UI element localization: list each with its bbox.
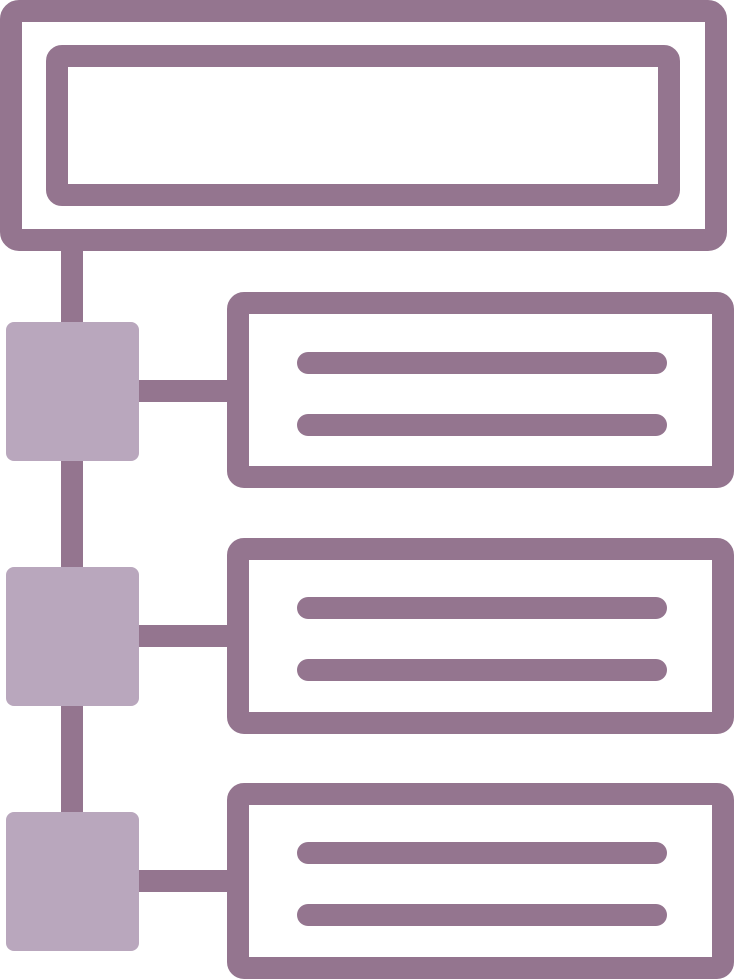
content-card-3 bbox=[227, 783, 734, 979]
node-square-2 bbox=[6, 567, 139, 706]
node-square-1 bbox=[6, 322, 139, 461]
node-square-3 bbox=[6, 812, 139, 951]
branch-connector-1 bbox=[138, 380, 234, 402]
branch-connector-3 bbox=[138, 870, 234, 892]
header-inner-frame bbox=[46, 45, 680, 206]
branch-connector-2 bbox=[138, 625, 234, 647]
content-card-1 bbox=[227, 292, 734, 488]
content-card-2 bbox=[227, 538, 734, 734]
